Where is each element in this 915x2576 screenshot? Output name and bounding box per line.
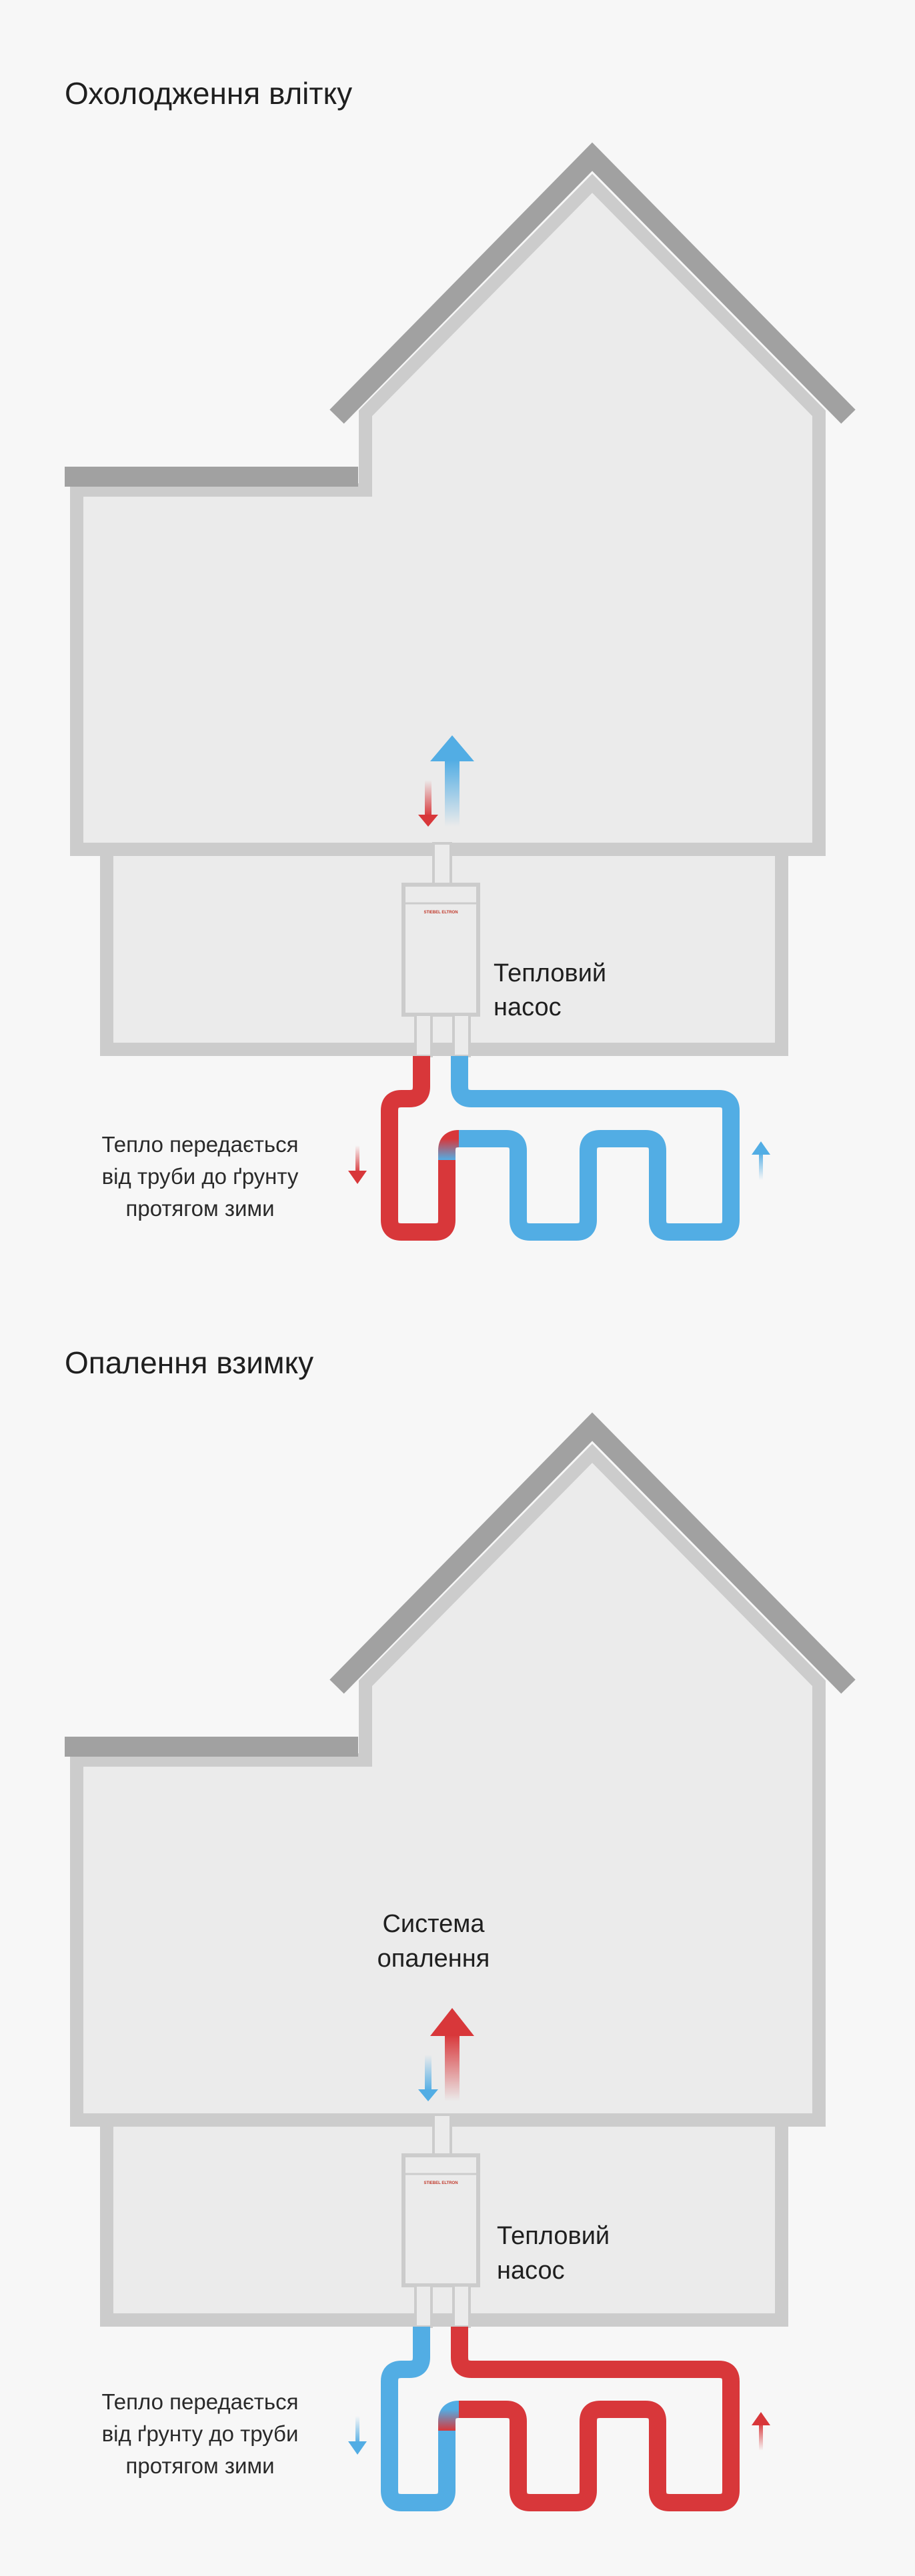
summer-pump-brand-mark: STIEBEL ELTRON xyxy=(423,911,458,915)
summer-caption-line1: Тепло передається xyxy=(101,1132,298,1157)
winter-section: Опалення взимку Система опалення STIEBEL… xyxy=(65,1345,856,2511)
summer-pump-label-line2: насос xyxy=(494,993,562,1021)
summer-cold-up-arrow-icon xyxy=(752,1141,770,1155)
winter-caption-line3: протягом зими xyxy=(125,2453,274,2478)
winter-pump-brand-mark: STIEBEL ELTRON xyxy=(423,2181,458,2185)
summer-caption-line2: від труби до ґрунту xyxy=(102,1164,299,1189)
winter-caption-line2: від ґрунту до труби xyxy=(102,2421,299,2446)
summer-roof xyxy=(329,142,856,424)
summer-caption-line3: протягом зими xyxy=(125,1196,274,1221)
summer-section: Охолодження влітку STIEBEL ELTRON xyxy=(65,76,856,1241)
winter-pump-label-line2: насос xyxy=(497,2257,565,2285)
summer-ground-arrows xyxy=(348,1141,770,1184)
summer-heat-down-arrow-icon xyxy=(348,1171,367,1184)
summer-cold-air-arrow-icon xyxy=(430,735,474,761)
winter-system-label-line2: опалення xyxy=(377,1945,490,1973)
winter-air-arrows xyxy=(418,2008,474,2101)
winter-ground-arrows xyxy=(348,2412,770,2455)
winter-caption-line1: Тепло передається xyxy=(101,2389,298,2414)
summer-warm-air-arrow-icon xyxy=(418,815,438,827)
winter-flat-roof xyxy=(65,1737,358,1757)
summer-flat-roof xyxy=(65,467,358,487)
winter-roof xyxy=(329,1412,856,1694)
summer-house-wall xyxy=(70,173,826,856)
winter-pump-label-line1: Тепловий xyxy=(497,2222,610,2250)
summer-title: Охолодження влітку xyxy=(65,76,352,111)
winter-system-label-line1: Система xyxy=(382,1910,485,1938)
winter-title: Опалення взимку xyxy=(65,1345,313,1380)
winter-heat-pump-unit: STIEBEL ELTRON xyxy=(401,2153,480,2328)
winter-cold-down-arrow-icon xyxy=(348,2441,367,2455)
summer-pump-label-line1: Тепловий xyxy=(494,959,606,987)
winter-ground-loop xyxy=(381,2327,740,2511)
summer-ground-loop xyxy=(381,1056,740,1241)
winter-heat-up-arrow-icon xyxy=(752,2412,770,2425)
winter-cold-air-arrow-icon xyxy=(418,2089,438,2101)
winter-house-wall xyxy=(70,1443,826,2127)
summer-air-arrows xyxy=(418,735,474,827)
winter-warm-air-arrow-icon xyxy=(430,2008,474,2036)
